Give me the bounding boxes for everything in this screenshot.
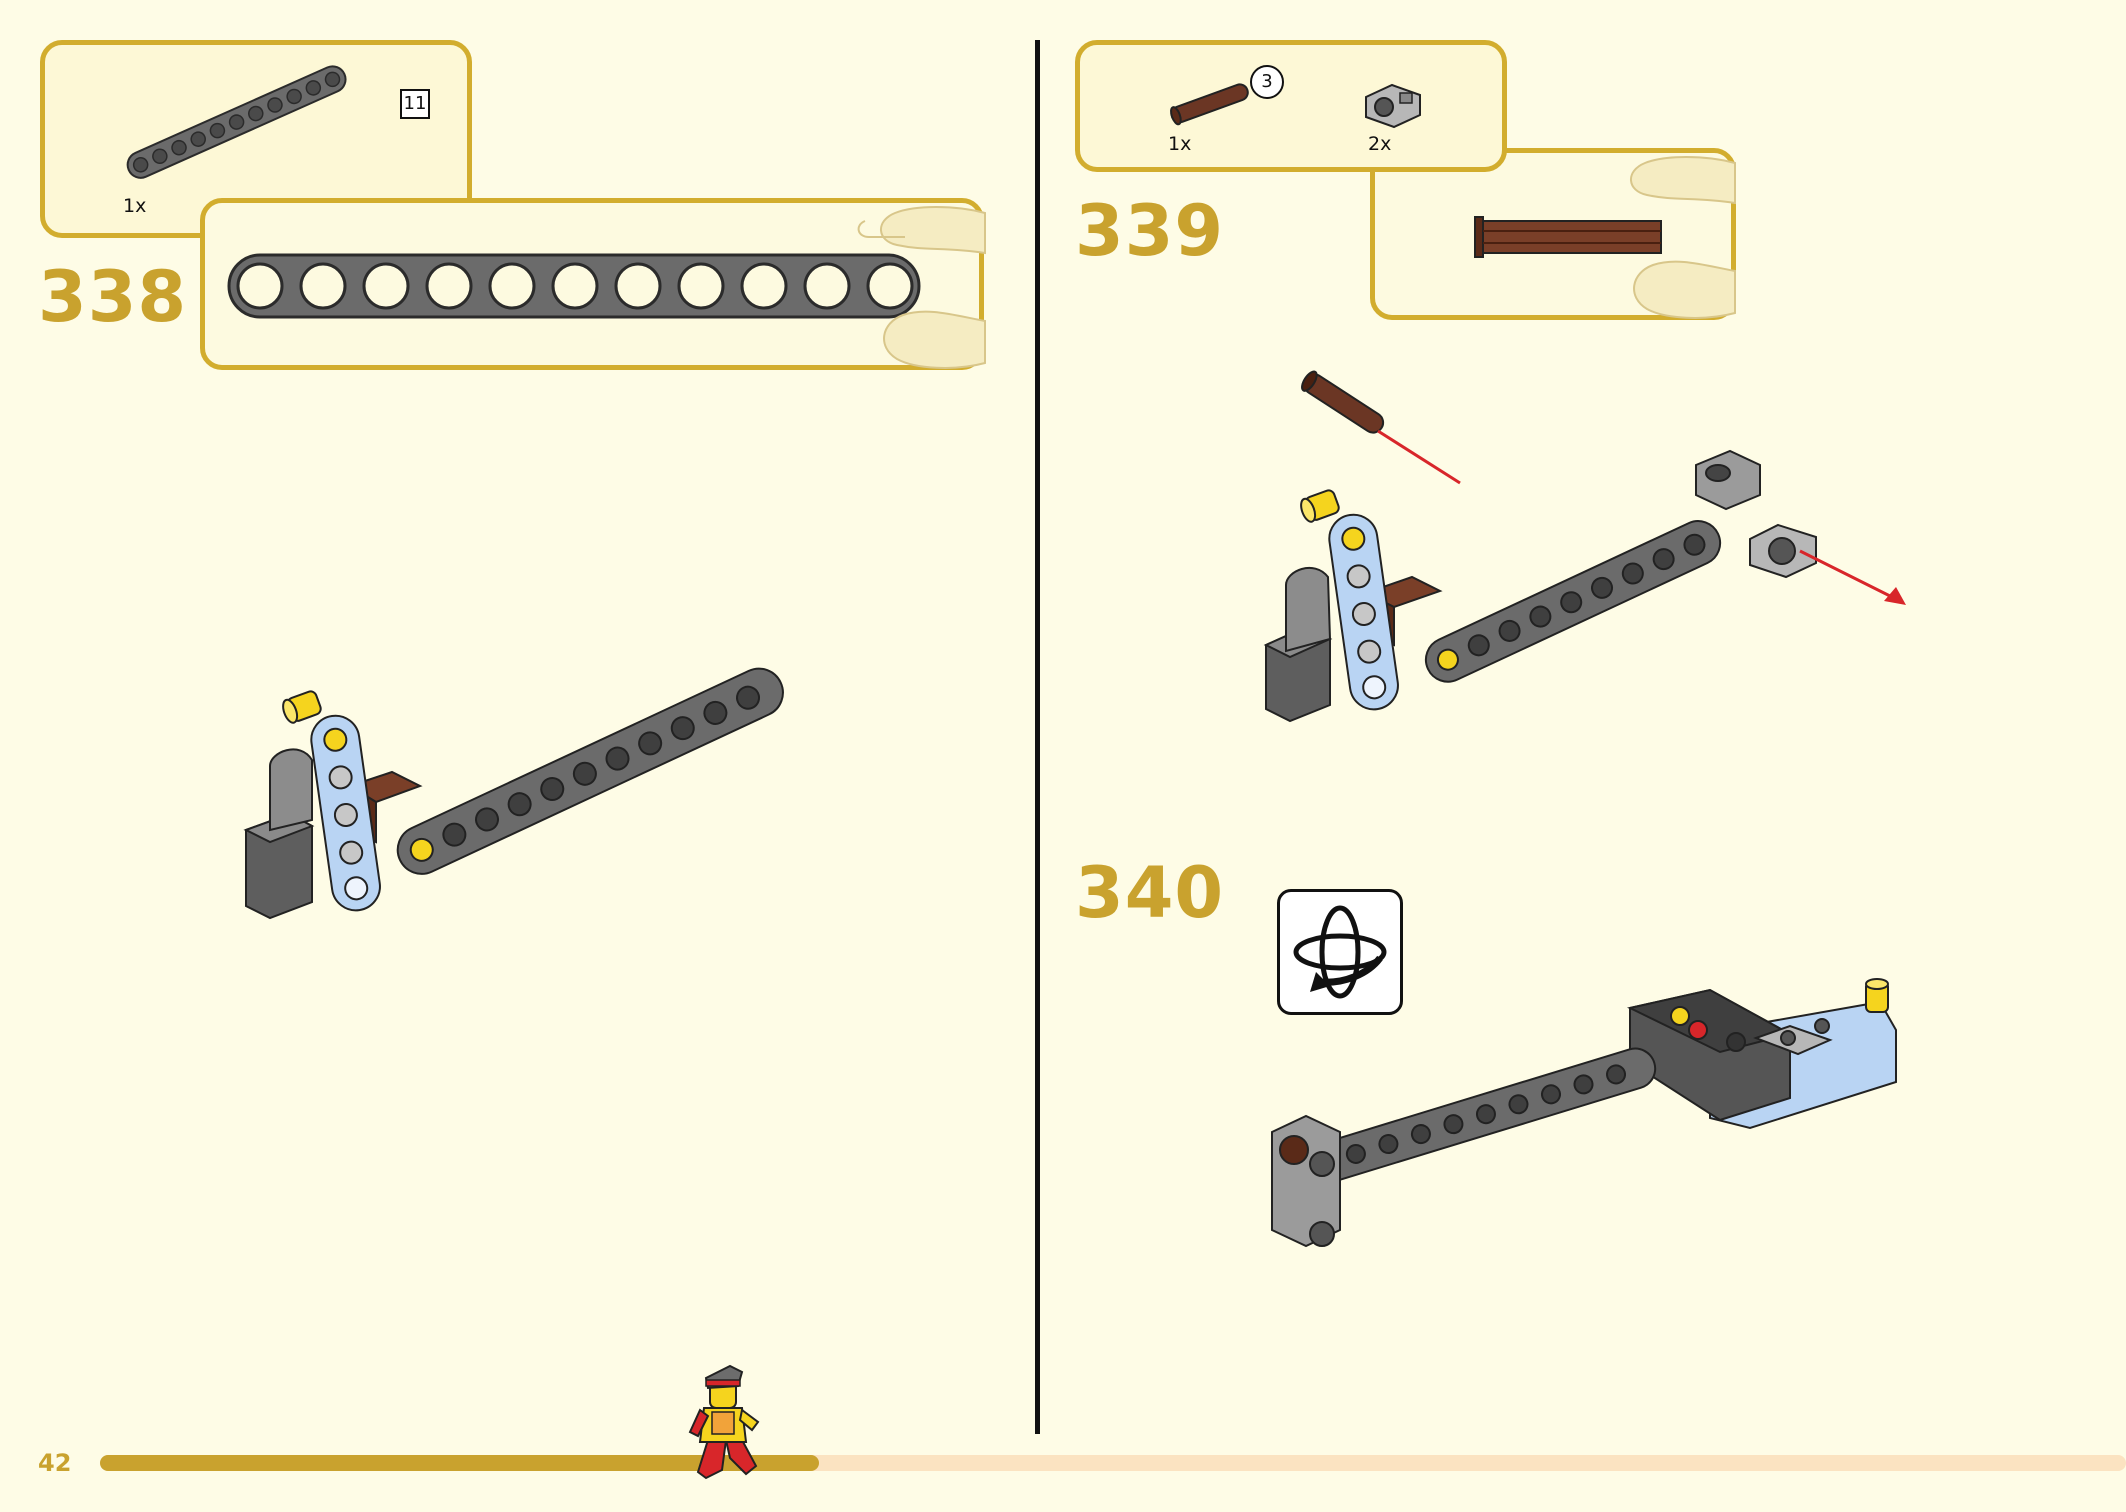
progress-bar	[100, 1455, 2126, 1471]
rotate-model-icon	[1293, 905, 1387, 999]
rotate-model-callout	[1277, 889, 1403, 1015]
step-number-339: 339	[1075, 190, 1225, 272]
fingers-icon	[857, 206, 986, 369]
page-number: 42	[38, 1449, 72, 1477]
model-assembly-340	[1271, 978, 1897, 1248]
axle-pin-connector-part	[1365, 83, 1421, 129]
axle-3-part	[1170, 83, 1249, 126]
minifigure-runner-icon	[688, 1364, 760, 1480]
fingers-icon	[1630, 156, 1736, 319]
step-number-340: 340	[1075, 852, 1225, 934]
part-quantity: 2x	[1368, 133, 1392, 155]
beam-1to1-preview	[227, 253, 921, 319]
model-assembly-339	[1263, 370, 1906, 723]
progress-bar-fill	[100, 1455, 820, 1471]
parts-list-339: 3 1x 2x	[1075, 40, 1507, 172]
step-number-338: 338	[38, 256, 188, 338]
technic-beam-11-part	[126, 65, 347, 179]
detail-callout-339	[1370, 148, 1736, 320]
detail-callout-338	[200, 198, 986, 370]
model-assembly-338	[243, 667, 784, 920]
page-divider	[1035, 40, 1040, 1434]
part-quantity: 1x	[123, 195, 147, 217]
length-badge: 11	[400, 89, 430, 119]
axle-length-preview	[1474, 216, 1662, 258]
length-badge: 3	[1250, 65, 1284, 99]
part-quantity: 1x	[1168, 133, 1192, 155]
